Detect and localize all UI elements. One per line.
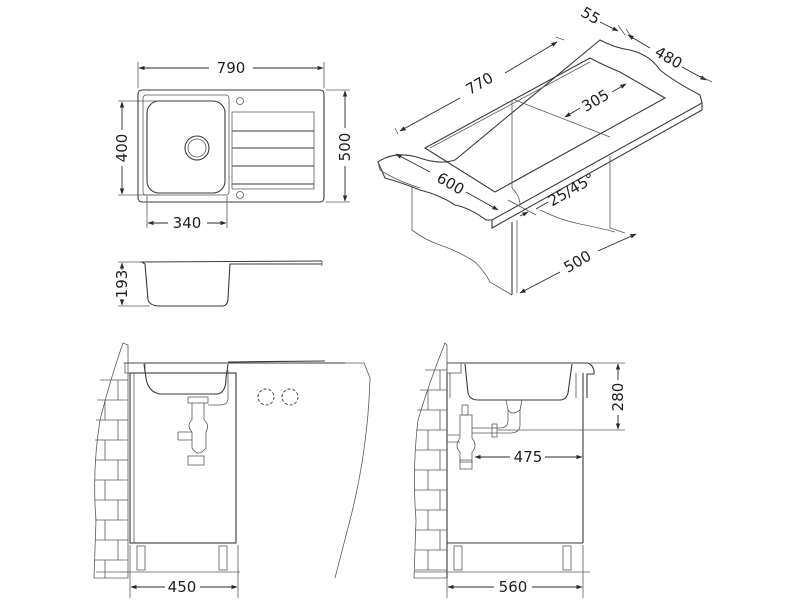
drain-icon <box>184 135 210 161</box>
cutout-opening <box>423 57 667 193</box>
dim-line <box>597 233 637 252</box>
bowl <box>146 100 226 194</box>
dim-bowl-depth: 400 <box>113 134 131 163</box>
top-view: 790 500 400 340 <box>113 59 354 232</box>
cabinet-left-wall <box>411 186 513 296</box>
cabinet-back <box>539 209 616 233</box>
dim-line <box>564 107 581 118</box>
dim-line <box>504 41 558 74</box>
waste-pipe <box>191 403 205 420</box>
cabinet-back-edge <box>511 100 521 206</box>
overflow-pipe <box>208 370 229 406</box>
side-section-view: 193 <box>113 260 323 307</box>
wall <box>93 342 129 579</box>
cabinet-leg <box>562 545 572 571</box>
ext-line <box>507 199 537 216</box>
drainer-front <box>227 360 326 363</box>
dim-line <box>519 271 561 294</box>
waste-outlet <box>187 396 209 404</box>
cabinet-leg <box>218 545 228 571</box>
dim-line <box>599 21 619 32</box>
dim-cabinet-depth-iso: 500 <box>561 247 595 277</box>
side-install-view: 280 475 560 <box>413 342 627 598</box>
dim-line <box>399 97 461 132</box>
cabinet-right-wall <box>609 156 626 234</box>
brick-pattern <box>415 369 447 571</box>
dim-cutout-depth: 480 <box>652 43 686 73</box>
dim-line <box>535 201 549 210</box>
tap-hole-top <box>236 97 244 105</box>
dim-line <box>681 66 707 81</box>
worktop-back <box>446 362 462 374</box>
worktop-edge <box>377 161 421 189</box>
dim-cabinet-width: 450 <box>168 578 197 596</box>
brick-pattern <box>95 379 128 578</box>
pipe-joint <box>491 423 498 438</box>
dim-bowl-width: 340 <box>173 214 202 232</box>
worktop-surface <box>377 39 703 221</box>
sink-outline <box>137 89 325 203</box>
dim-corner-margin: 55 <box>578 3 604 28</box>
trap-outlet <box>187 455 205 466</box>
dim-overall-depth: 500 <box>336 133 354 162</box>
wall-outlet <box>447 434 460 443</box>
ext-line <box>617 24 626 36</box>
cabinet-leg <box>453 545 463 571</box>
cabinet-leg <box>136 545 146 571</box>
dim-line <box>395 153 431 173</box>
dim-cutout-length: 770 <box>463 69 497 99</box>
dim-line <box>519 211 529 217</box>
bowl-front <box>143 363 229 395</box>
waste-pipe <box>472 410 521 434</box>
drain-inner <box>187 138 207 158</box>
trap-arm <box>177 431 192 441</box>
vent-valve <box>461 404 469 416</box>
dim-line <box>611 83 627 93</box>
connection-hole-icon <box>257 388 275 406</box>
cabinet <box>129 372 237 544</box>
dim-line <box>465 191 499 211</box>
trap <box>456 414 476 463</box>
ext-line <box>555 36 565 41</box>
bowl-section <box>141 261 322 307</box>
rim-line <box>139 260 323 263</box>
tap-hole-bottom <box>236 191 244 199</box>
cutout-inner-edge <box>429 61 591 149</box>
worktop <box>447 362 595 398</box>
trap <box>188 419 208 454</box>
dim-cabinet-depth: 560 <box>499 578 528 596</box>
worktop-side <box>128 362 371 579</box>
bowl-divider <box>514 99 611 138</box>
worktop-front-edge <box>491 103 703 229</box>
ext-line <box>394 127 399 135</box>
drainer-outline <box>232 111 315 190</box>
front-install-view: 450 <box>93 342 371 598</box>
connection-hole-icon <box>281 388 299 406</box>
dim-worktop-depth: 600 <box>434 169 468 199</box>
bowl-rim <box>142 94 230 196</box>
bowl-side <box>464 363 573 401</box>
wall <box>413 342 448 579</box>
dim-installation-height: 280 <box>609 383 627 412</box>
trap-base <box>459 459 473 470</box>
dim-bowl-height: 193 <box>113 270 131 299</box>
isometric-cutout-view: 770 55 480 305 600 25/45° 500 <box>377 3 713 296</box>
dim-drain-distance: 475 <box>514 448 543 466</box>
ext-line <box>699 75 713 83</box>
dim-line <box>627 34 651 49</box>
dim-drainer-length: 305 <box>579 86 613 116</box>
dim-overall-width: 790 <box>217 59 246 77</box>
